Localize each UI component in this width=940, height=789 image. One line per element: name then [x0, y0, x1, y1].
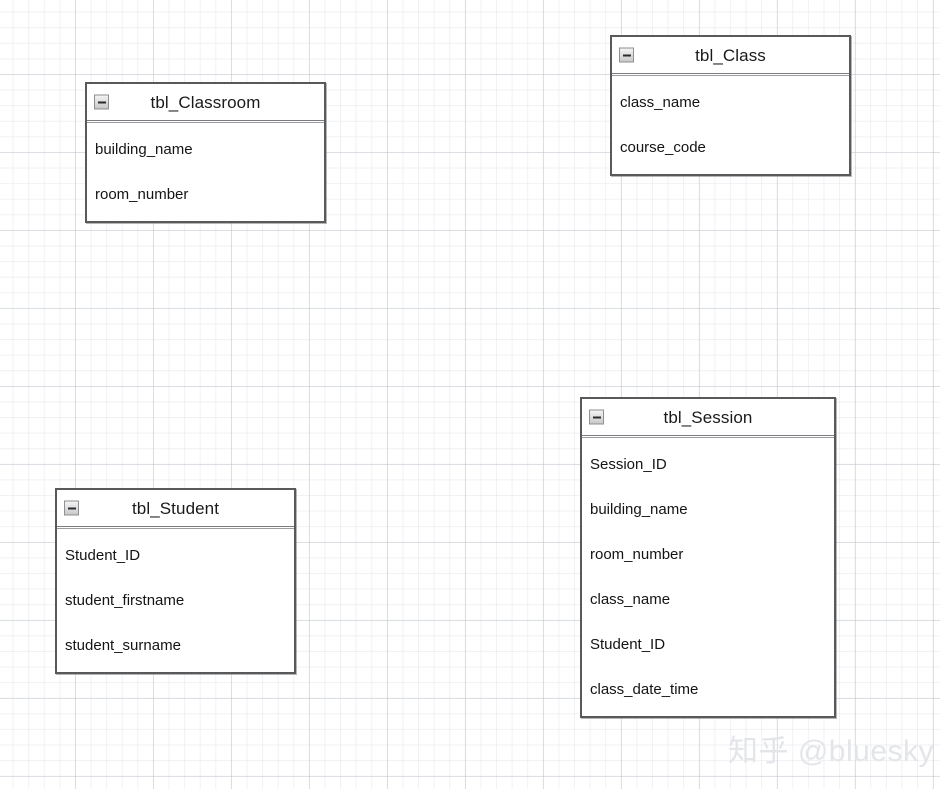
entity-field-list: class_name course_code: [612, 74, 849, 174]
entity-title: tbl_Student: [131, 498, 220, 518]
entity-field-label: student_surname: [65, 637, 181, 654]
entity-table-tbl-class[interactable]: tbl_Class class_name course_code: [610, 35, 851, 176]
entity-field-label: building_name: [95, 141, 193, 158]
collapse-minus-icon[interactable]: [64, 500, 79, 516]
watermark: 知乎 @bluesky: [728, 735, 935, 768]
entity-header[interactable]: tbl_Classroom: [87, 84, 324, 123]
entity-table-tbl-classroom[interactable]: tbl_Classroom building_name room_number: [85, 82, 326, 223]
entity-field-label: Session_ID: [590, 456, 667, 473]
entity-field-label: class_name: [590, 591, 671, 608]
entity-header[interactable]: tbl_Class: [612, 37, 849, 76]
entity-header[interactable]: tbl_Session: [582, 399, 834, 438]
entity-field-label: class_name: [620, 94, 701, 111]
entity-field-row[interactable]: Student_ID: [582, 622, 834, 667]
entity-field-label: Student_ID: [590, 636, 666, 653]
entity-title: tbl_Classroom: [150, 92, 261, 112]
entity-field-label: building_name: [590, 501, 688, 518]
entity-field-row[interactable]: Session_ID: [582, 442, 834, 487]
entity-header[interactable]: tbl_Student: [57, 490, 294, 529]
entity-field-row[interactable]: room_number: [582, 532, 834, 577]
entity-field-row[interactable]: building_name: [87, 127, 324, 172]
entity-field-row[interactable]: class_date_time: [582, 667, 834, 712]
collapse-minus-bar: [592, 416, 601, 418]
entity-title: tbl_Session: [663, 407, 753, 427]
entity-field-label: room_number: [95, 186, 189, 203]
entity-field-row[interactable]: student_surname: [57, 623, 294, 668]
entity-field-list: building_name room_number: [87, 121, 324, 221]
entity-field-row[interactable]: student_firstname: [57, 578, 294, 623]
collapse-minus-bar: [622, 54, 631, 56]
collapse-minus-icon[interactable]: [94, 94, 109, 110]
entity-field-row[interactable]: room_number: [87, 172, 324, 217]
entity-table-tbl-student[interactable]: tbl_Student Student_ID student_firstname…: [55, 488, 296, 674]
entity-field-row[interactable]: building_name: [582, 487, 834, 532]
entity-field-list: Student_ID student_firstname student_sur…: [57, 527, 294, 672]
entity-field-row[interactable]: class_name: [612, 80, 849, 125]
entity-field-label: Student_ID: [65, 547, 141, 564]
collapse-minus-icon[interactable]: [589, 409, 604, 425]
entity-field-label: student_firstname: [65, 592, 185, 609]
entity-field-list: Session_ID building_name room_number cla…: [582, 436, 834, 716]
collapse-minus-bar: [97, 101, 106, 103]
entity-table-tbl-session[interactable]: tbl_Session Session_ID building_name roo…: [580, 397, 836, 718]
entity-field-row[interactable]: Student_ID: [57, 533, 294, 578]
entity-field-label: room_number: [590, 546, 684, 563]
entity-field-row[interactable]: class_name: [582, 577, 834, 622]
entity-title: tbl_Class: [695, 45, 766, 65]
collapse-minus-icon[interactable]: [619, 47, 634, 63]
entity-field-label: class_date_time: [590, 681, 699, 698]
entity-field-row[interactable]: course_code: [612, 125, 849, 170]
entity-field-label: course_code: [620, 139, 706, 156]
collapse-minus-bar: [67, 507, 76, 509]
